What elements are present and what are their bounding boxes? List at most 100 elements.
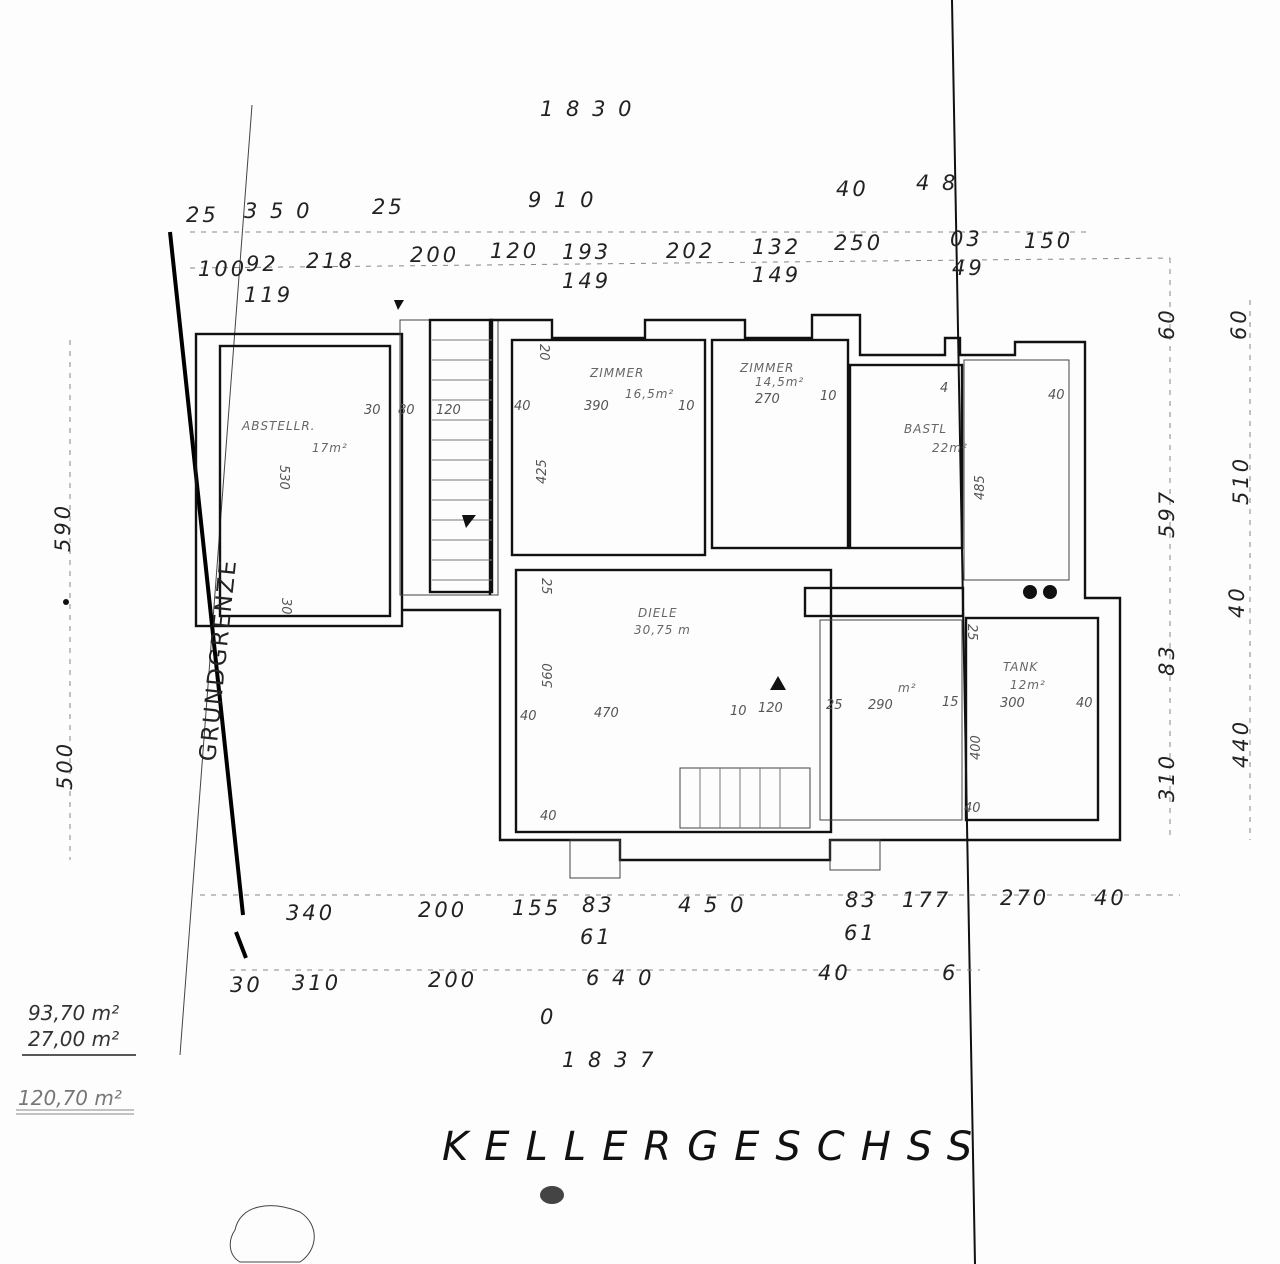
svg-text:12m²: 12m²: [1010, 678, 1046, 692]
svg-text:440: 440: [1229, 719, 1253, 768]
svg-text:40: 40: [818, 961, 851, 985]
property-boundary-line-end: [234, 931, 248, 959]
svg-text:16,5m²: 16,5m²: [625, 387, 674, 401]
svg-text:22m²: 22m²: [932, 441, 968, 455]
svg-text:425: 425: [535, 459, 550, 484]
stairs: [394, 300, 811, 829]
svg-text:92: 92: [246, 252, 279, 276]
svg-text:10: 10: [820, 389, 837, 404]
svg-text:270: 270: [1000, 886, 1049, 910]
svg-text:340: 340: [286, 901, 335, 925]
svg-text:120: 120: [490, 239, 539, 263]
svg-text:120: 120: [436, 403, 461, 418]
svg-text:310: 310: [292, 971, 341, 995]
plan-title: KELLERGESCHSS: [442, 1124, 988, 1170]
svg-text:40: 40: [1225, 585, 1249, 618]
svg-text:DIELE: DIELE: [638, 606, 678, 620]
svg-text:27,00 m²: 27,00 m²: [28, 1027, 119, 1051]
svg-text:270: 270: [755, 392, 780, 407]
svg-text:15: 15: [942, 695, 959, 710]
svg-text:200: 200: [418, 898, 467, 922]
svg-text:25: 25: [538, 578, 553, 595]
svg-text:200: 200: [428, 968, 477, 992]
svg-text:1 8 3 7: 1 8 3 7: [562, 1048, 656, 1072]
svg-text:149: 149: [752, 263, 801, 287]
svg-text:390: 390: [584, 399, 609, 414]
svg-text:20: 20: [536, 344, 551, 361]
svg-text:1 8 3 0: 1 8 3 0: [540, 97, 634, 121]
svg-text:49: 49: [952, 256, 985, 280]
svg-text:10: 10: [678, 399, 695, 414]
svg-text:83: 83: [1155, 643, 1179, 676]
svg-text:510: 510: [1229, 456, 1253, 505]
svg-text:560: 560: [541, 663, 556, 688]
svg-text:132: 132: [752, 235, 801, 259]
svg-text:120: 120: [758, 701, 783, 716]
svg-text:60: 60: [1227, 307, 1251, 340]
dimension-lines: [69, 231, 1251, 971]
svg-text:119: 119: [244, 283, 293, 307]
svg-text:10: 10: [730, 704, 747, 719]
svg-text:40: 40: [1076, 696, 1093, 711]
svg-text:500: 500: [53, 741, 77, 790]
svg-text:40: 40: [520, 709, 537, 724]
svg-text:250: 250: [834, 231, 883, 255]
property-boundary-line: [168, 231, 245, 916]
svg-text:290: 290: [868, 698, 893, 713]
svg-text:200: 200: [410, 243, 459, 267]
svg-text:BASTL: BASTL: [904, 422, 947, 436]
svg-text:4: 4: [940, 381, 948, 396]
flue-icon: [1043, 585, 1057, 599]
svg-text:30: 30: [364, 403, 381, 418]
svg-text:530: 530: [276, 465, 291, 490]
dimensions-right: 60 60 510 597 40 83 440 310: [1155, 307, 1253, 802]
section-line: [951, 0, 976, 1264]
svg-text:149: 149: [562, 269, 611, 293]
svg-text:400: 400: [969, 735, 984, 760]
svg-text:310: 310: [1155, 753, 1179, 802]
svg-text:93,70 m²: 93,70 m²: [28, 1001, 119, 1025]
svg-text:30: 30: [278, 598, 293, 615]
svg-text:6 4 0: 6 4 0: [586, 966, 654, 990]
svg-text:597: 597: [1155, 489, 1179, 538]
svg-text:3 5 0: 3 5 0: [244, 199, 312, 223]
area-summary: 93,70 m² 27,00 m² 120,70 m²: [16, 1001, 136, 1115]
svg-text:14,5m²: 14,5m²: [755, 375, 804, 389]
svg-text:60: 60: [1155, 307, 1179, 340]
svg-text:61: 61: [580, 925, 613, 949]
svg-text:40: 40: [1094, 886, 1127, 910]
svg-text:83: 83: [582, 893, 615, 917]
flue-icon: [1023, 585, 1037, 599]
svg-text:150: 150: [1024, 229, 1073, 253]
svg-text:9 1 0: 9 1 0: [528, 188, 596, 212]
svg-text:40: 40: [836, 177, 869, 201]
svg-text:40: 40: [964, 801, 981, 816]
svg-text:0: 0: [540, 1005, 556, 1029]
svg-text:4 5 0: 4 5 0: [678, 893, 746, 917]
dimensions-inner: 530 30 30 80 120 20 40 390 10 425 270 10…: [276, 344, 1093, 824]
svg-text:ZIMMER: ZIMMER: [589, 366, 644, 380]
svg-text:202: 202: [666, 239, 715, 263]
svg-text:80: 80: [398, 403, 415, 418]
svg-text:40: 40: [1048, 388, 1065, 403]
svg-text:100: 100: [198, 257, 247, 281]
svg-text:25: 25: [186, 203, 219, 227]
svg-text:ZIMMER: ZIMMER: [739, 361, 794, 375]
svg-text:590: 590: [51, 503, 75, 552]
svg-text:83: 83: [845, 888, 878, 912]
dimensions-top: 1 8 3 0 25 3 5 0 25 9 1 0 40 4 8 100 92 …: [186, 97, 1073, 307]
svg-text:ABSTELLR.: ABSTELLR.: [241, 419, 316, 433]
svg-text:470: 470: [594, 706, 619, 721]
walls: [194, 313, 1122, 879]
svg-text:25: 25: [372, 195, 405, 219]
boundary-label: GRUNDGRENZE: [195, 558, 242, 763]
diagonal-line: [179, 104, 253, 1056]
svg-text:17m²: 17m²: [312, 441, 348, 455]
smudge-mark: [540, 1186, 564, 1204]
svg-text:6: 6: [942, 961, 958, 985]
svg-text:193: 193: [562, 240, 611, 264]
svg-text:300: 300: [1000, 696, 1025, 711]
svg-text:TANK: TANK: [1003, 660, 1038, 674]
